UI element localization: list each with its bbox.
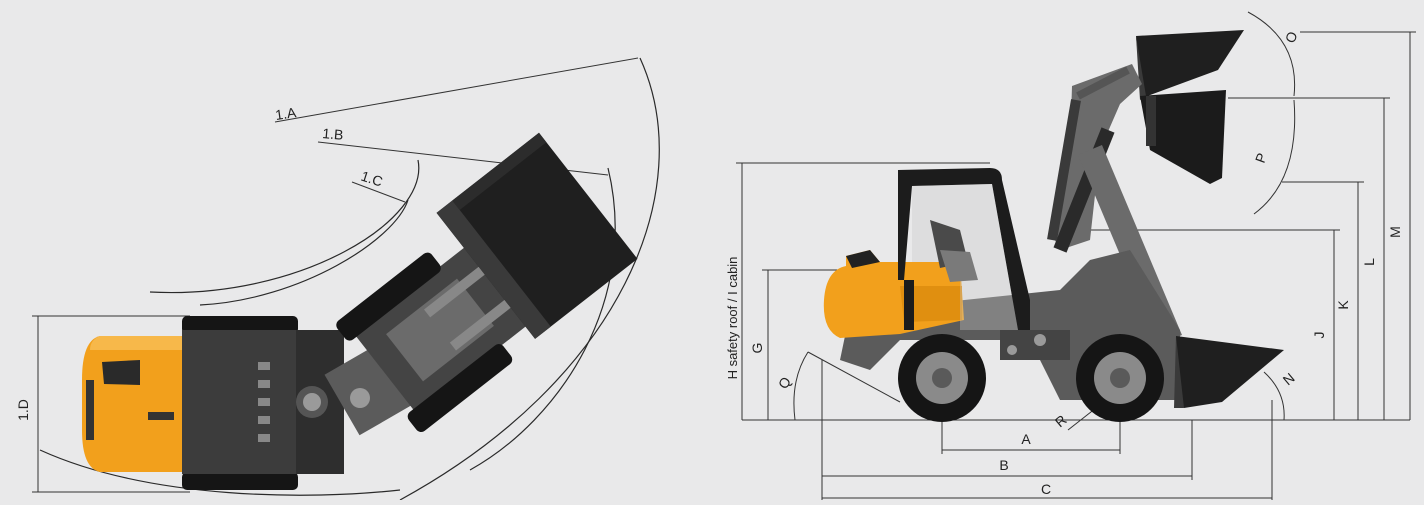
radius-line-c bbox=[351, 181, 406, 203]
angle-line-q bbox=[807, 351, 901, 403]
label-p: P bbox=[1252, 151, 1270, 165]
label-o: O bbox=[1282, 29, 1301, 45]
bucket-raised-mid bbox=[1140, 90, 1226, 184]
angle-arc-p bbox=[1253, 99, 1296, 215]
bucket-raised-top bbox=[1136, 30, 1244, 100]
rear-body-side bbox=[823, 250, 964, 338]
rear-frame-top bbox=[182, 330, 344, 474]
side-view: H safety roof / I cabin G Q A B C J K bbox=[725, 11, 1416, 500]
rear-wheel-right bbox=[182, 472, 298, 490]
front-frame-top bbox=[336, 247, 526, 432]
label-q: Q bbox=[775, 374, 794, 392]
label-g: G bbox=[749, 343, 765, 354]
rear-body-top bbox=[82, 336, 182, 472]
front-wheel-right bbox=[407, 344, 513, 432]
label-m: M bbox=[1387, 226, 1403, 238]
angle-arc-o bbox=[1247, 11, 1296, 97]
radius-line-r bbox=[1067, 407, 1097, 431]
angle-arc-n bbox=[1263, 371, 1285, 421]
front-wheel-left bbox=[336, 252, 441, 341]
label-b: B bbox=[999, 457, 1008, 473]
label-c: C bbox=[1041, 481, 1051, 497]
top-view: 1.A 1.B 1.C 1.D bbox=[15, 57, 660, 501]
bucket-top bbox=[436, 132, 638, 339]
label-1d: 1.D bbox=[15, 399, 31, 421]
radius-arc-c-upper bbox=[149, 159, 420, 294]
bucket-lowered bbox=[1174, 336, 1284, 408]
radius-line-a bbox=[274, 57, 639, 123]
front-wheel-side bbox=[1076, 334, 1164, 422]
radius-arc-c-inner bbox=[199, 199, 409, 306]
radius-arc-b bbox=[469, 167, 616, 471]
label-n: N bbox=[1280, 370, 1298, 389]
label-k: K bbox=[1335, 300, 1351, 310]
label-l: L bbox=[1361, 258, 1377, 266]
rear-wheel-side bbox=[898, 334, 986, 422]
radius-arc-a bbox=[399, 57, 660, 501]
label-1c: 1.C bbox=[359, 168, 385, 190]
articulation-joint bbox=[324, 344, 412, 436]
radius-arc-outer-rear bbox=[39, 449, 401, 496]
cabin-side bbox=[898, 168, 1030, 330]
label-r: R bbox=[1052, 412, 1070, 431]
label-1b: 1.B bbox=[322, 125, 344, 143]
label-h-i: H safety roof / I cabin bbox=[725, 257, 740, 380]
angle-arc-q bbox=[793, 351, 809, 421]
label-a: A bbox=[1021, 431, 1031, 447]
label-1a: 1.A bbox=[274, 104, 298, 123]
label-j: J bbox=[1311, 332, 1327, 339]
rear-wheel-left bbox=[182, 316, 298, 334]
